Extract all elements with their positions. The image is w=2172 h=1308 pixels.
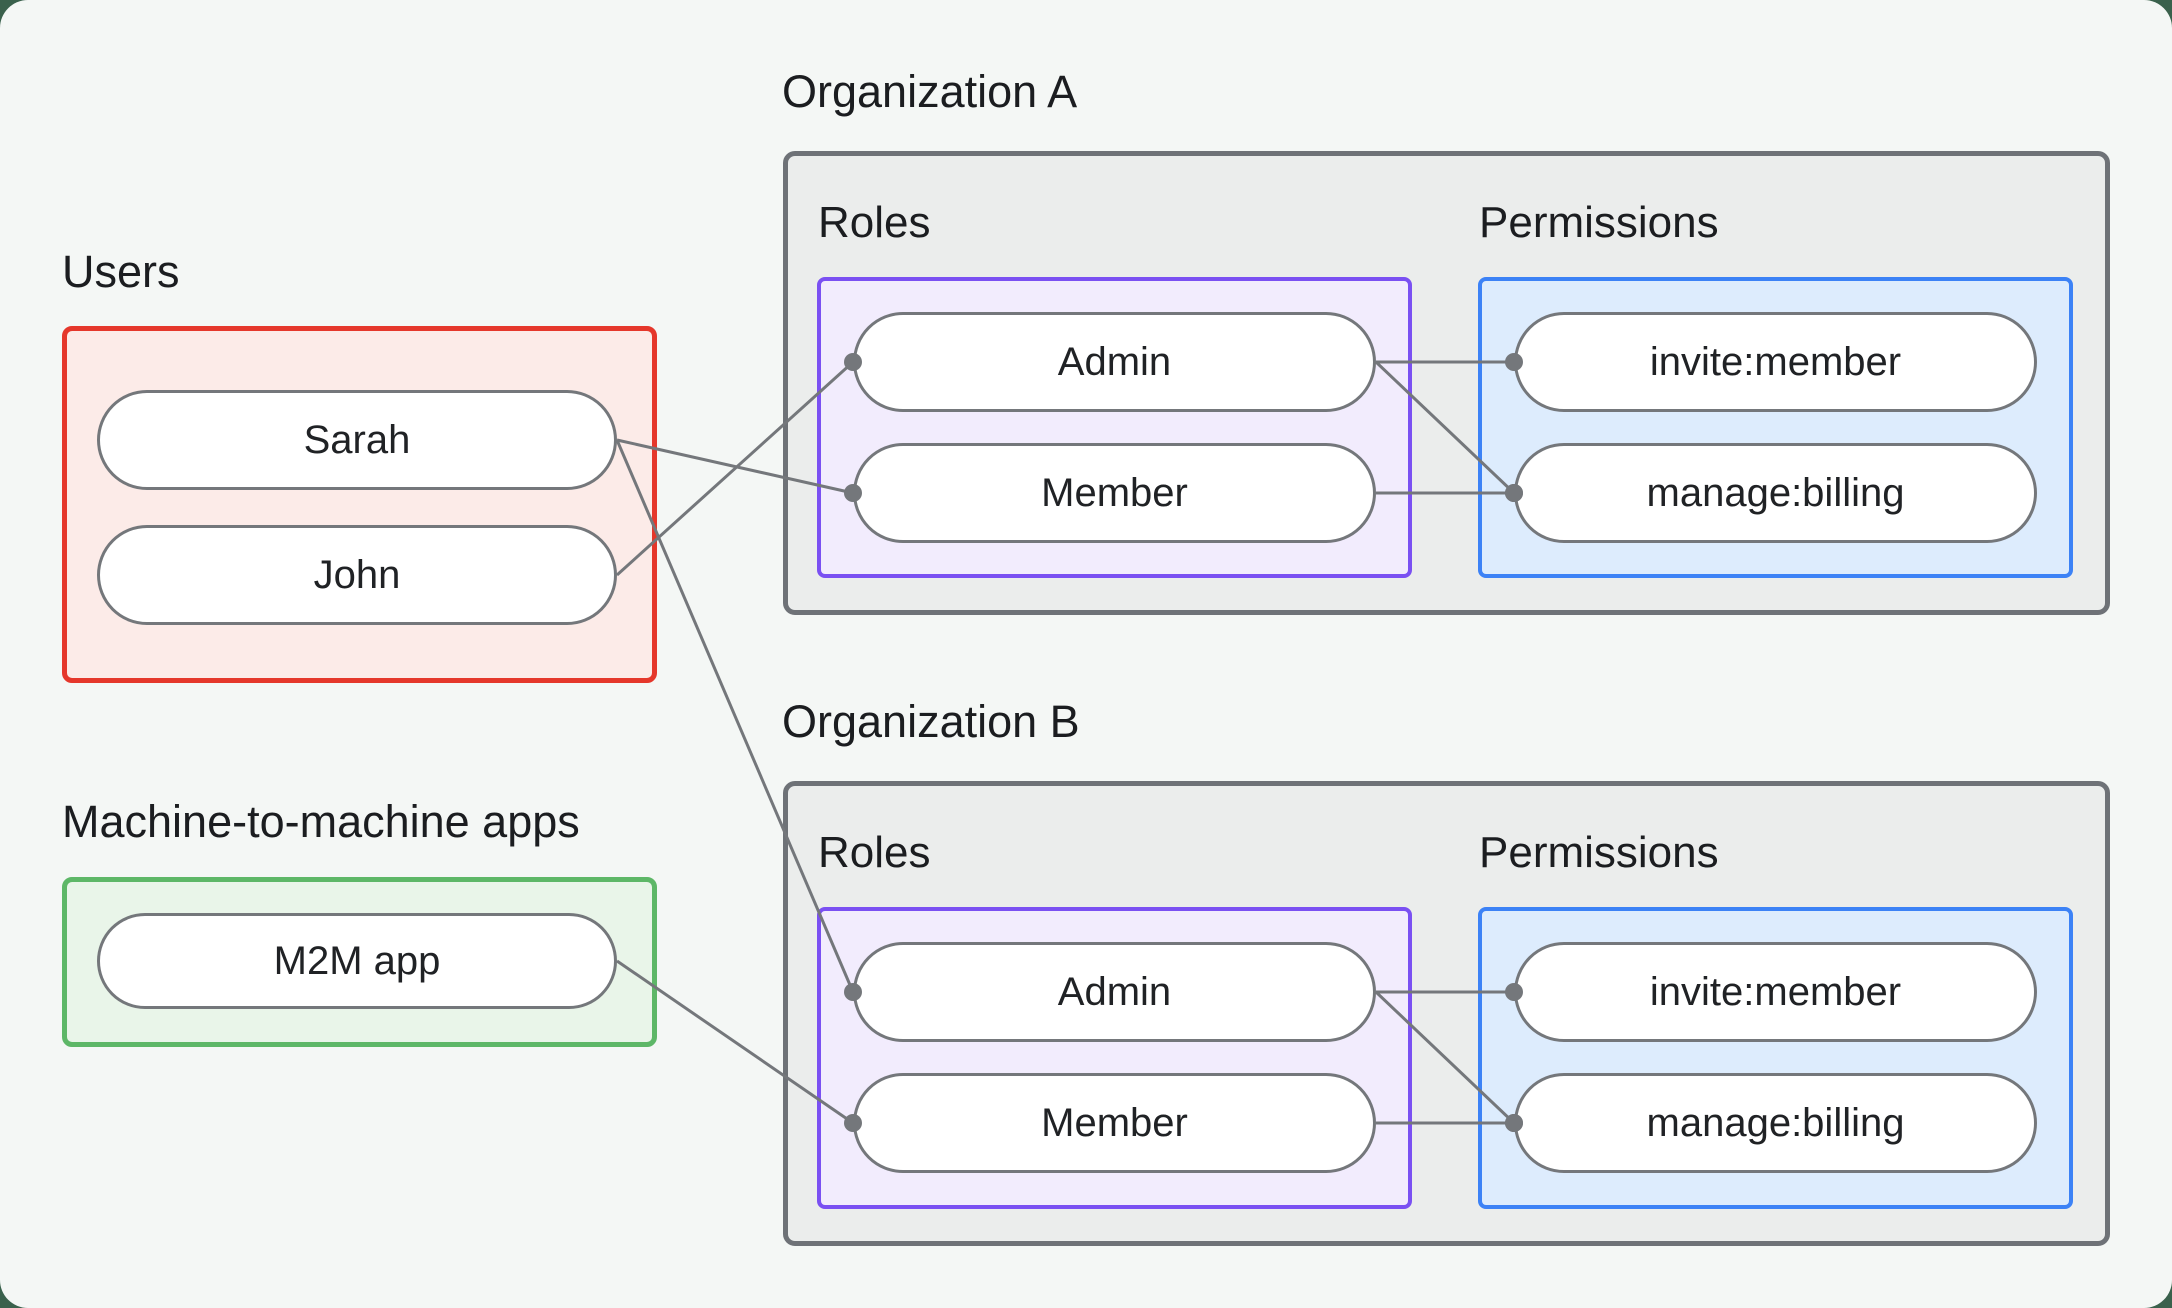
org-a-permissions-label: Permissions <box>1479 198 1719 247</box>
org-b-permission-pill-manage-billing: manage:billing <box>1514 1073 2037 1173</box>
org-a-permission-pill-manage-billing: manage:billing <box>1514 443 2037 543</box>
m2m-app-pill: M2M app <box>97 913 617 1009</box>
org-b-roles-label: Roles <box>818 828 931 877</box>
user-pill-sarah: Sarah <box>97 390 617 490</box>
users-box <box>62 326 657 683</box>
users-title: Users <box>62 246 180 297</box>
user-pill-john: John <box>97 525 617 625</box>
org-b-title: Organization B <box>782 696 1080 747</box>
m2m-title: Machine-to-machine apps <box>62 796 580 847</box>
org-a-role-pill-member: Member <box>853 443 1376 543</box>
org-b-role-pill-member: Member <box>853 1073 1376 1173</box>
org-a-roles-label: Roles <box>818 198 931 247</box>
org-b-permission-pill-invite-member: invite:member <box>1514 942 2037 1042</box>
org-a-permission-pill-invite-member: invite:member <box>1514 312 2037 412</box>
org-a-role-pill-admin: Admin <box>853 312 1376 412</box>
org-b-permissions-label: Permissions <box>1479 828 1719 877</box>
org-b-role-pill-admin: Admin <box>853 942 1376 1042</box>
org-a-title: Organization A <box>782 66 1078 117</box>
